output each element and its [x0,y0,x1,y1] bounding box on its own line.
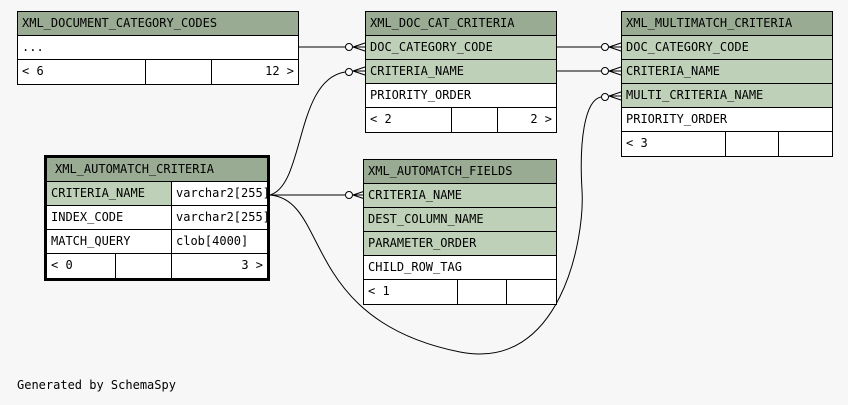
column-name: CRITERIA_NAME [47,182,172,205]
column-row: CRITERIA_NAME [364,184,556,208]
generated-by-credit: Generated by SchemaSpy [17,378,176,392]
column-type: varchar2[255] [172,182,267,205]
footer-spacer [726,132,779,156]
children-count[interactable]: 3 > [241,258,263,272]
footer-spacer [452,108,498,132]
table-xml-doc-cat-criteria[interactable]: XML_DOC_CAT_CRITERIA DOC_CATEGORY_CODE C… [365,11,557,133]
table-footer: < 6 12 > [18,60,298,84]
column-name: INDEX_CODE [47,206,172,229]
column-row: CRITERIA_NAME varchar2[255] [47,182,267,206]
table-footer: < 0 3 > [47,254,267,278]
table-footer: < 3 [622,132,832,156]
footer-spacer [458,280,507,304]
column-row: MATCH_QUERY clob[4000] [47,230,267,254]
column-row: CRITERIA_NAME [622,60,832,84]
column-name: MATCH_QUERY [47,230,172,253]
column-row: DOC_CATEGORY_CODE [622,36,832,60]
parents-count[interactable]: < 2 [366,108,452,132]
footer-spacer [146,60,212,84]
children-count[interactable]: 12 > [265,64,294,78]
column-row: PRIORITY_ORDER [622,108,832,132]
table-xml-automatch-fields[interactable]: XML_AUTOMATCH_FIELDS CRITERIA_NAME DEST_… [363,159,557,305]
column-row: CRITERIA_NAME [366,60,556,84]
column-type: varchar2[255] [176,210,267,224]
parents-count[interactable]: < 6 [18,60,146,84]
table-header[interactable]: XML_AUTOMATCH_FIELDS [364,160,556,184]
edge-automatch-to-doc-cat [269,71,346,196]
children-count[interactable]: 2 > [530,112,552,126]
column-row: MULTI_CRITERIA_NAME [622,84,832,108]
footer-spacer [116,254,172,278]
table-footer: < 2 2 > [366,108,556,132]
table-xml-multimatch-criteria[interactable]: XML_MULTIMATCH_CRITERIA DOC_CATEGORY_COD… [621,11,833,157]
column-row: ... [18,36,298,60]
column-row: PRIORITY_ORDER [366,84,556,108]
column-row: PARAMETER_ORDER [364,232,556,256]
parents-count[interactable]: < 3 [622,132,726,156]
column-type: clob[4000] [176,234,249,248]
table-xml-document-category-codes[interactable]: XML_DOCUMENT_CATEGORY_CODES ... < 6 12 > [17,11,299,85]
parents-count[interactable]: < 1 [364,280,458,304]
table-header[interactable]: XML_DOCUMENT_CATEGORY_CODES [18,12,298,36]
column-row: INDEX_CODE varchar2[255] [47,206,267,230]
table-xml-automatch-criteria[interactable]: XML_AUTOMATCH_CRITERIA CRITERIA_NAME var… [44,155,270,281]
table-header[interactable]: XML_DOC_CAT_CRITERIA [366,12,556,36]
parents-count[interactable]: < 0 [47,254,116,278]
table-header[interactable]: XML_AUTOMATCH_CRITERIA [47,158,267,182]
column-row: DOC_CATEGORY_CODE [366,36,556,60]
column-row: CHILD_ROW_TAG [364,256,556,280]
footer-spacer [779,132,832,156]
table-header[interactable]: XML_MULTIMATCH_CRITERIA [622,12,832,36]
footer-spacer [507,280,556,304]
table-footer: < 1 [364,280,556,304]
edge-automatch-to-multimatch [269,96,602,355]
column-row: DEST_COLUMN_NAME [364,208,556,232]
